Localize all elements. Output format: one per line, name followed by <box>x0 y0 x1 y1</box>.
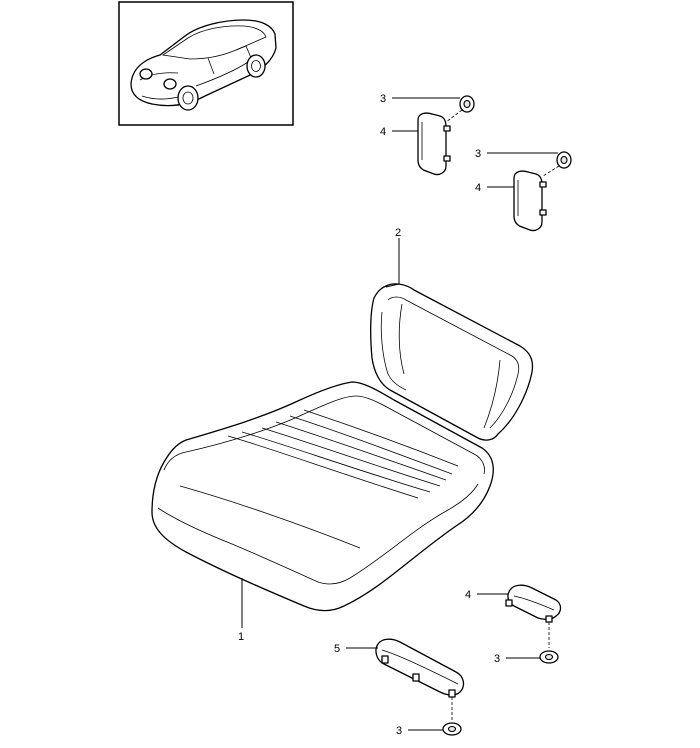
callout-labels: 3 4 3 4 2 1 4 5 3 3 <box>238 93 500 737</box>
vehicle-thumbnail <box>118 1 294 126</box>
leader-lines <box>241 97 558 731</box>
upper-cover-2 <box>513 151 572 232</box>
seat-cushion <box>151 381 494 612</box>
callout-3-upper-left: 3 <box>380 93 386 105</box>
callout-5-lower: 5 <box>334 643 340 655</box>
callout-2-backrest: 2 <box>395 227 401 239</box>
callout-1-cushion: 1 <box>238 631 244 643</box>
lower-cover-1 <box>505 584 562 664</box>
callout-3-upper-right: 3 <box>475 148 481 160</box>
lower-cover-2 <box>375 638 465 736</box>
seat-backrest <box>370 283 534 441</box>
callout-3-lower-right: 3 <box>494 653 500 665</box>
callout-4-upper-left: 4 <box>380 126 386 138</box>
callout-3-lower-left: 3 <box>396 725 402 737</box>
upper-cover-1 <box>417 95 475 176</box>
car-illustration <box>130 19 277 111</box>
callout-4-lower: 4 <box>465 589 471 601</box>
callout-4-upper-right: 4 <box>475 182 481 194</box>
